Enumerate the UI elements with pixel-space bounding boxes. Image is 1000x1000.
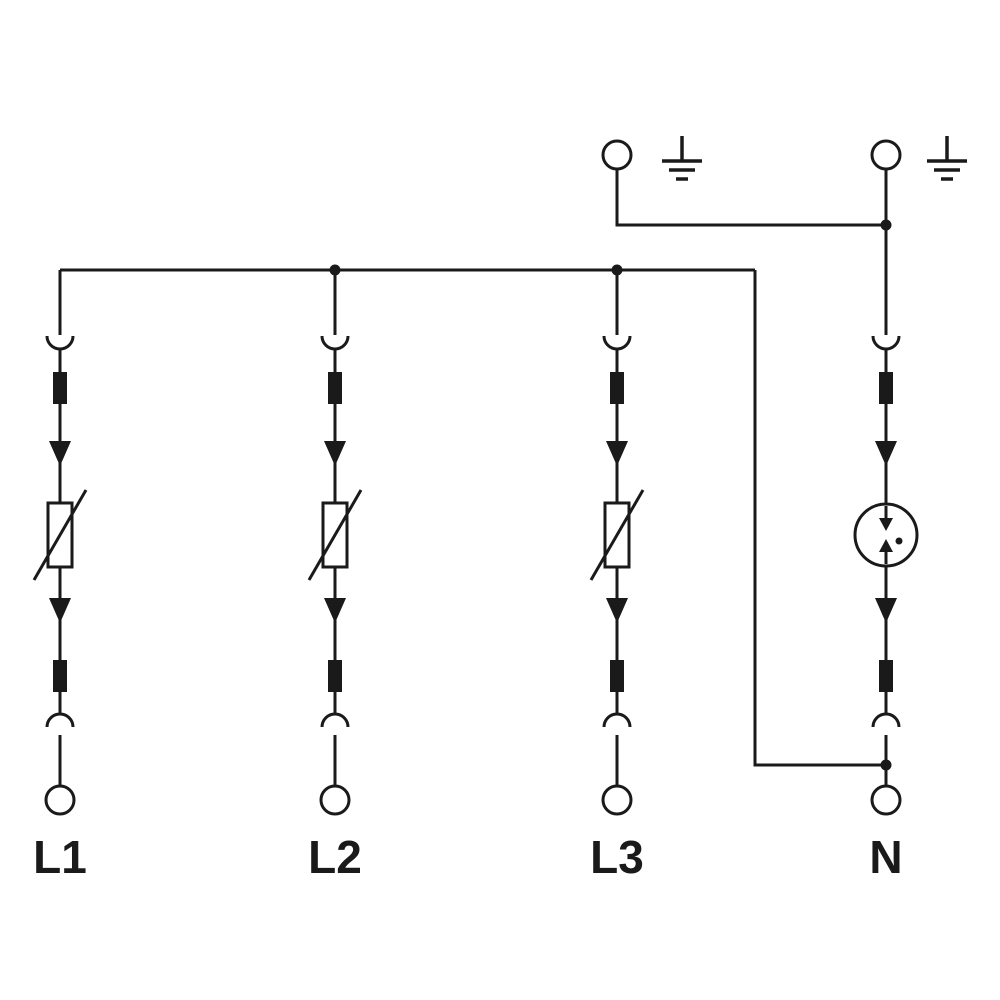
terminal-label-l2: L2	[308, 831, 362, 883]
n-protection-path	[853, 334, 919, 816]
l2-protection-path	[307, 268, 363, 816]
terminal-label-l3: L3	[590, 831, 644, 883]
l1-protection-path	[32, 268, 88, 816]
terminal-label-n: N	[869, 831, 902, 883]
terminal-label-l1: L1	[33, 831, 87, 883]
pe-terminal-right	[870, 139, 902, 171]
pe-link-wire	[615, 169, 886, 227]
earth-icon-right	[925, 134, 969, 181]
l3-protection-path	[589, 268, 645, 816]
earth-icon-left	[660, 134, 704, 181]
junction-dot	[880, 219, 892, 231]
pe-terminal-left	[601, 139, 633, 171]
common-node-wire	[753, 270, 886, 767]
